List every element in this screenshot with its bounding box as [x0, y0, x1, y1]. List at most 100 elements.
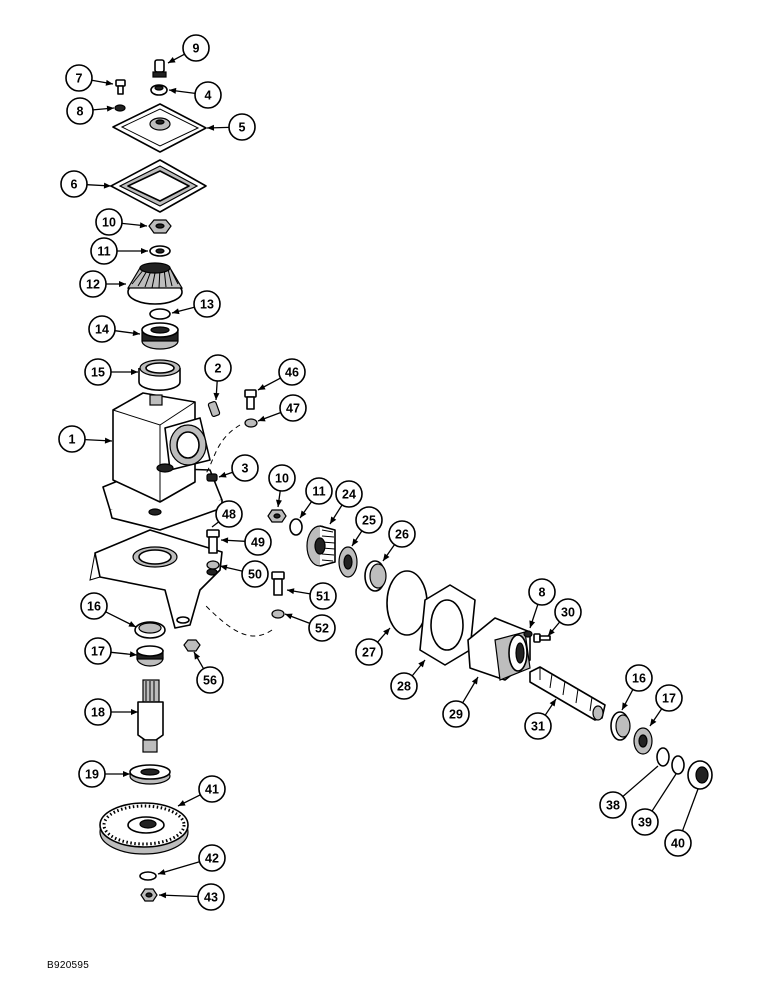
callout-c28: 28 [390, 659, 426, 700]
callout-c11a: 11 [90, 237, 148, 265]
callout-circle [664, 829, 692, 857]
part-26-bearing-cup [364, 560, 387, 592]
callout-c41: 41 [177, 775, 226, 807]
callout-circle [631, 808, 659, 836]
callout-circle [90, 237, 118, 265]
leader-arrowhead [158, 869, 166, 875]
callout-c52: 52 [284, 613, 336, 642]
callout-number: 46 [285, 366, 299, 380]
part-9-grease-fitting [152, 59, 167, 78]
callout-c11b: 11 [299, 477, 333, 519]
callout-number: 19 [85, 768, 99, 782]
leader-arrowhead [106, 105, 114, 112]
callout-circle [198, 775, 226, 803]
callout-circle [355, 638, 383, 666]
callout-c30: 30 [547, 598, 582, 637]
callout-number: 24 [342, 488, 356, 502]
callout-circle [79, 270, 107, 298]
callout-number: 41 [205, 783, 219, 797]
callout-circle [655, 684, 683, 712]
callout-number: 16 [632, 672, 646, 686]
callout-number: 16 [87, 600, 101, 614]
part-40-seal [687, 760, 713, 790]
leader-arrowhead [129, 651, 137, 658]
part-28-gasket [419, 584, 476, 666]
leader-arrowhead [169, 87, 177, 94]
callout-circle [268, 464, 296, 492]
callout-circle [309, 582, 337, 610]
callout-circle [524, 712, 552, 740]
leader-line [157, 861, 200, 875]
callout-number: 13 [200, 298, 214, 312]
leader-arrowhead [383, 553, 390, 561]
part-6-gasket [110, 159, 207, 213]
callout-c40: 40 [664, 788, 699, 857]
callout-number: 5 [239, 121, 246, 135]
callout-number: 8 [77, 105, 84, 119]
leader-arrowhead [548, 628, 555, 636]
callout-circle [65, 64, 93, 92]
callout-number: 17 [662, 692, 676, 706]
drawing-code: B920595 [47, 960, 90, 971]
part-31-output-shaft [529, 666, 606, 721]
part-49-bolt [206, 529, 220, 554]
part-4-plug [150, 84, 168, 96]
leader-arrowhead [275, 499, 282, 507]
callout-number: 18 [91, 706, 105, 720]
callout-number: 47 [286, 402, 300, 416]
leader-arrowhead [139, 222, 147, 229]
callout-number: 8 [539, 586, 546, 600]
part-11-washer-right [289, 518, 303, 536]
callout-circle [228, 113, 256, 141]
leader-arrowhead [141, 248, 148, 254]
leader-arrowhead [194, 652, 201, 660]
callout-circle [84, 698, 112, 726]
callout-circle [599, 791, 627, 819]
callout-number: 25 [362, 514, 376, 528]
callout-number: 30 [561, 606, 575, 620]
callout-number: 39 [638, 816, 652, 830]
part-24-pinion-gear [306, 525, 336, 567]
part-17-bearing-cone-left [136, 645, 164, 667]
part-2-setscrew [207, 401, 221, 417]
callout-number: 4 [205, 89, 212, 103]
callout-c14: 14 [88, 315, 141, 343]
callout-c46: 46 [257, 358, 306, 391]
callout-c47: 47 [257, 394, 307, 422]
callout-c4: 4 [168, 81, 222, 109]
callout-c3: 3 [218, 454, 259, 482]
leader-arrowhead [330, 516, 337, 524]
part-8-washer [114, 104, 126, 112]
leader-arrowhead [285, 613, 293, 620]
part-14-bearing-cone [141, 322, 179, 350]
leader-arrowhead [287, 588, 295, 595]
part-27-o-ring [386, 570, 428, 636]
leader-arrowhead [132, 330, 140, 337]
callout-number: 40 [671, 837, 685, 851]
callout-circle [442, 700, 470, 728]
part-13-shim [149, 308, 171, 320]
leader-arrowhead [213, 392, 220, 400]
callout-c50: 50 [219, 560, 269, 588]
leader-arrowhead [221, 537, 229, 544]
callout-number: 12 [86, 278, 100, 292]
callout-number: 10 [102, 216, 116, 230]
leader-line [681, 788, 699, 832]
leader-line [211, 521, 220, 528]
callout-circle [78, 760, 106, 788]
callout-c16b: 16 [621, 664, 653, 711]
part-29-bearing-retainer [467, 617, 531, 681]
callout-number: 52 [315, 622, 329, 636]
leader-arrowhead [178, 800, 186, 806]
callout-number: 17 [91, 645, 105, 659]
leader-arrowhead [159, 892, 167, 899]
callout-circle [390, 672, 418, 700]
callout-c6: 6 [60, 170, 112, 198]
part-39-snap-ring [671, 755, 685, 775]
callout-circle [80, 592, 108, 620]
leader-arrowhead [220, 564, 228, 571]
part-46-bolt [244, 389, 257, 410]
callout-number: 9 [193, 42, 200, 56]
part-56-nut [183, 639, 201, 652]
leader-arrowhead [123, 771, 130, 777]
